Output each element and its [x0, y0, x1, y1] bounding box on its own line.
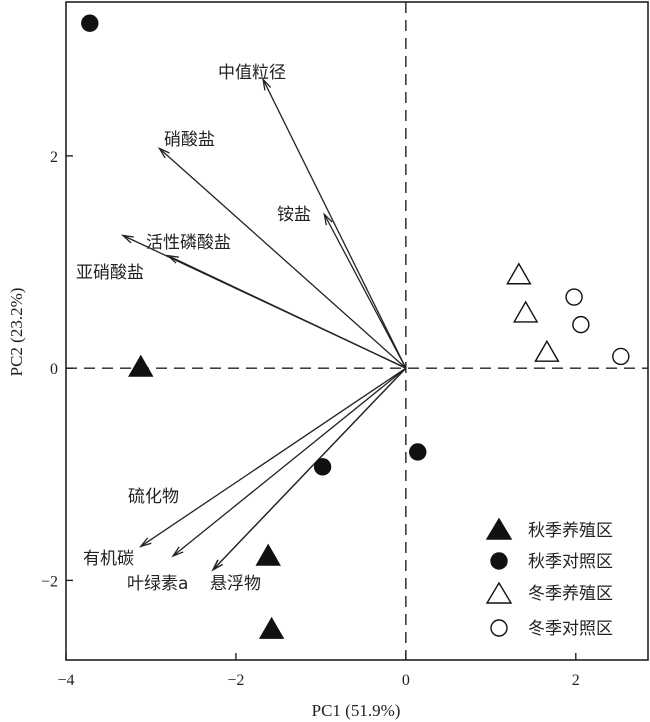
- point-filled-circle: [313, 458, 332, 476]
- arrow-labels: 中值粒径 硝酸盐 铵盐 活性磷酸盐 亚硝酸盐 硫化物 有机碳 叶绿素a 悬浮物: [76, 63, 311, 594]
- x-tick-label: 2: [572, 672, 580, 689]
- loading-vector-line: [172, 367, 407, 557]
- point-open-triangle: [534, 339, 560, 362]
- vector-label-sulfide: 硫化物: [128, 487, 179, 507]
- legend-label: 冬季养殖区: [528, 584, 613, 604]
- vector-label-phosphate: 活性磷酸盐: [146, 233, 231, 253]
- vector-label-ammonium: 铵盐: [277, 205, 311, 225]
- y-tick-label: 2: [50, 149, 58, 166]
- point-filled-triangle: [258, 616, 285, 639]
- legend-label: 冬季对照区: [528, 619, 613, 639]
- vector-label-nitrate: 硝酸盐: [164, 130, 215, 150]
- loading-vector-arrowhead: [211, 559, 223, 572]
- loading-vector-line: [323, 213, 407, 369]
- loading-vector-line: [140, 367, 407, 547]
- legend-item-winter-control: 冬季对照区: [490, 619, 613, 639]
- legend-label: 秋季养殖区: [528, 521, 613, 541]
- point-open-circle: [612, 347, 630, 366]
- point-open-circle: [572, 315, 590, 334]
- point-filled-triangle: [255, 543, 281, 566]
- loading-vector-line: [262, 79, 407, 369]
- legend-item-autumn-farm: 秋季养殖区: [485, 517, 613, 541]
- legend: 秋季养殖区 秋季对照区 冬季养殖区 冬季对照区: [485, 517, 613, 639]
- point-filled-circle: [409, 443, 427, 461]
- vector-label-chlorophyll: 叶绿素a: [127, 574, 188, 594]
- loading-vector-line: [167, 255, 407, 369]
- legend-marker-filled-triangle: [485, 517, 513, 540]
- x-tick-label: 0: [402, 672, 410, 689]
- vector-label-suspended: 悬浮物: [210, 574, 261, 594]
- vector-label-organic-carbon: 有机碳: [83, 549, 134, 569]
- x-axis-title: PC1 (51.9%): [312, 701, 401, 720]
- point-filled-circle: [81, 14, 99, 32]
- loading-vector-arrowhead: [120, 234, 134, 244]
- y-axis-title: PC2 (23.2%): [7, 288, 26, 377]
- point-filled-triangle: [128, 354, 154, 377]
- vector-label-median-grain: 中值粒径: [218, 63, 286, 83]
- axis-ticks: −4 −2 0 2 −2 0 2: [41, 149, 580, 689]
- legend-marker-open-triangle: [485, 581, 513, 604]
- y-tick-label: −2: [41, 573, 58, 590]
- loading-vector-arrowhead: [171, 546, 184, 558]
- legend-label: 秋季对照区: [528, 552, 613, 572]
- loading-vector-line: [159, 147, 407, 369]
- loading-vector-arrowhead: [157, 146, 170, 159]
- point-open-circle: [565, 288, 583, 306]
- loading-vector-arrowhead: [138, 537, 152, 548]
- legend-item-winter-farm: 冬季养殖区: [485, 581, 613, 604]
- x-tick-label: −2: [227, 672, 244, 689]
- loading-vector-arrowhead: [262, 77, 272, 91]
- x-tick-label: −4: [57, 672, 74, 689]
- data-points: [81, 14, 630, 639]
- loading-vector-arrowhead: [323, 212, 333, 226]
- vector-label-nitrite: 亚硝酸盐: [76, 263, 144, 283]
- plot-frame: [65, 1, 649, 661]
- plot-area: −4 −2 0 2 −2 0 2: [41, 1, 649, 689]
- loading-vector-line: [212, 367, 407, 571]
- legend-marker-filled-circle: [490, 552, 508, 570]
- point-open-triangle: [512, 300, 539, 323]
- loading-vectors: [120, 77, 407, 572]
- legend-marker-open-circle: [490, 619, 508, 637]
- legend-item-autumn-control: 秋季对照区: [490, 552, 613, 572]
- loading-vector-arrowhead: [165, 254, 179, 264]
- y-tick-label: 0: [50, 361, 58, 378]
- point-open-triangle: [506, 262, 532, 285]
